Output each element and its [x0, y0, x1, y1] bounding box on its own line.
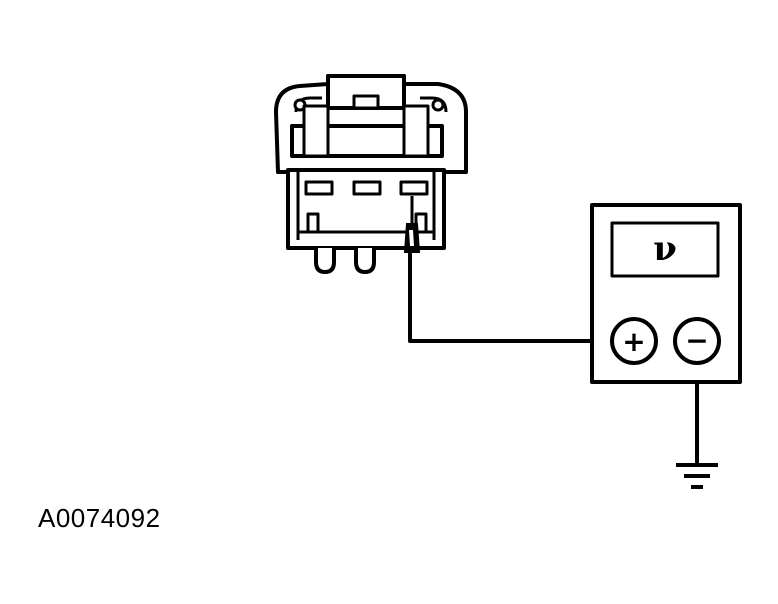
voltmeter-display-symbol: ν	[653, 229, 677, 269]
negative-terminal	[673, 317, 721, 365]
positive-terminal	[610, 317, 658, 365]
positive-terminal-label: +	[622, 325, 645, 358]
negative-terminal-label: −	[685, 324, 708, 357]
voltmeter-icon: ν + −	[590, 203, 742, 384]
test-probe-icon	[403, 196, 421, 253]
electrical-connector-icon	[274, 74, 468, 274]
ground-symbol-icon	[676, 463, 718, 489]
figure-id-label: A0074092	[38, 503, 161, 533]
